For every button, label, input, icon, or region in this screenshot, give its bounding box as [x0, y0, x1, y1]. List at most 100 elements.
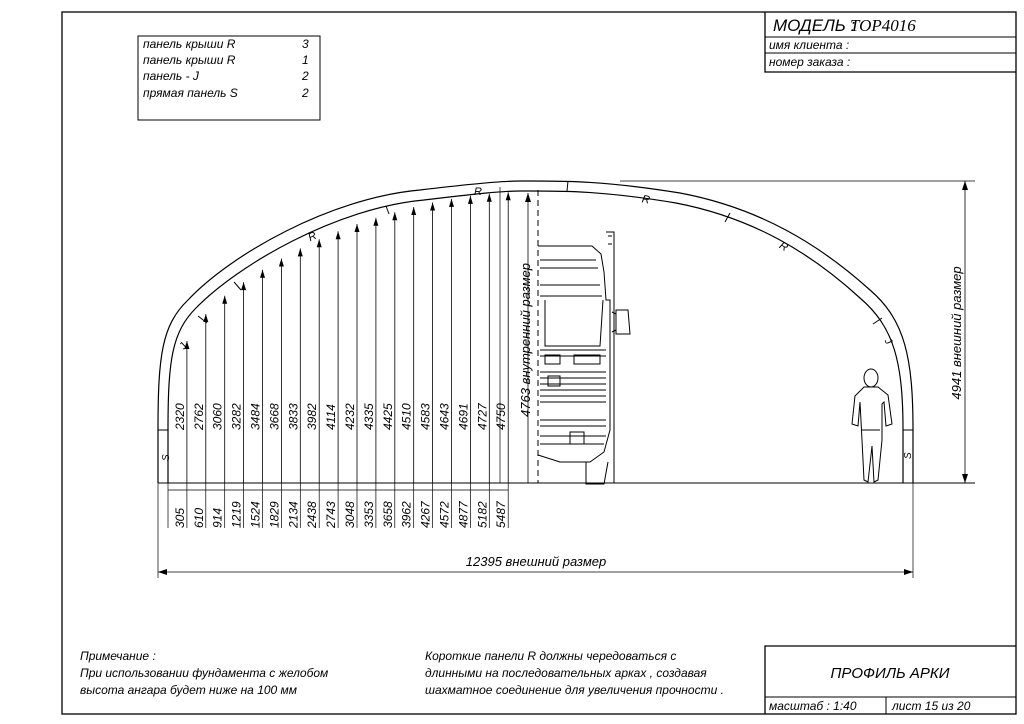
height-arrow-16 — [467, 195, 473, 204]
height-arrow-8 — [316, 239, 322, 248]
offset-label-16: 4877 — [456, 500, 470, 528]
offset-label-14: 4267 — [419, 500, 433, 528]
height-labels: 2320 2762 3060 3282 3484 3668 3833 3982 … — [173, 402, 508, 431]
height-label-4: 3282 — [230, 403, 244, 430]
truck-icon — [537, 190, 631, 485]
height-arrow-14 — [430, 202, 436, 211]
height-arrow-10 — [354, 224, 360, 233]
height-label-9: 4114 — [324, 404, 338, 430]
outer-height-dimension: 4941 внешний размер — [620, 180, 975, 483]
height-arrow-4 — [241, 282, 247, 291]
note-left-line-1: При использовании фундамента с желобом — [80, 666, 328, 680]
drawing-frame — [61, 11, 1017, 715]
offset-labels: 305 610 914 1219 1524 1829 2134 2438 274… — [173, 500, 508, 529]
height-arrow-17 — [486, 193, 492, 202]
scale-label: масштаб : 1:40 — [769, 699, 857, 713]
height-arrow-3 — [222, 295, 228, 304]
height-label-5: 3484 — [249, 403, 263, 430]
model-label: МОДЕЛЬ : — [773, 16, 856, 35]
height-label-16: 4691 — [456, 403, 470, 430]
height-arrow-13 — [411, 206, 417, 215]
height-label-13: 4510 — [400, 403, 414, 430]
height-arrow-12 — [392, 212, 398, 221]
offset-label-7: 2134 — [286, 501, 300, 529]
panel-row-2-qty: 1 — [302, 53, 309, 67]
height-label-3: 3060 — [211, 403, 225, 430]
height-dimension-lines — [184, 192, 511, 483]
offset-label-11: 3353 — [362, 501, 376, 528]
note-right-line-2: длинными на последовательных арках , соз… — [425, 666, 707, 680]
outer-width-label: 12395 внешний размер — [466, 554, 606, 569]
title-block: МОДЕЛЬ : TOP4016 имя клиента : номер зак… — [764, 12, 1016, 73]
offset-label-18: 5487 — [494, 500, 508, 528]
person-icon — [851, 368, 893, 483]
model-value: TOP4016 — [850, 16, 916, 35]
offset-label-12: 3658 — [381, 501, 395, 528]
panel-row-1-name: панель крыши R — [143, 37, 236, 51]
panel-row-3-qty: 2 — [301, 69, 309, 83]
notes: Примечание : При использовании фундамент… — [80, 649, 724, 697]
height-label-6: 3668 — [267, 403, 281, 430]
offset-label-15: 4572 — [438, 501, 452, 528]
panel-row-2-name: панель крыши R — [143, 53, 236, 67]
arch-outline — [157, 180, 914, 483]
note-left-title: Примечание : — [80, 649, 156, 663]
offset-label-10: 3048 — [343, 501, 357, 528]
offset-dimension-lines — [167, 483, 509, 528]
note-left-line-2: высота ангара будет ниже на 100 мм — [80, 683, 297, 697]
height-label-18: 4750 — [494, 403, 508, 430]
panel-list-table: панель крыши R 3 панель крыши R 1 панель… — [137, 35, 321, 121]
offset-label-17: 5182 — [475, 501, 489, 528]
panel-row-1-qty: 3 — [302, 37, 309, 51]
offset-label-8: 2438 — [305, 501, 319, 529]
height-arrow-15 — [449, 198, 454, 207]
height-label-11: 4335 — [362, 403, 376, 430]
height-arrow-11 — [373, 217, 379, 226]
order-number-label: номер заказа : — [769, 55, 850, 69]
offset-label-6: 1829 — [267, 501, 281, 528]
label-r-1: R — [306, 230, 318, 244]
height-arrow-9 — [335, 231, 341, 240]
height-label-10: 4232 — [343, 403, 357, 430]
sheet-label: лист 15 из 20 — [891, 699, 971, 713]
outer-width-dimension: 12395 внешний размер — [157, 483, 914, 578]
height-label-8: 3982 — [305, 403, 319, 430]
height-arrow-6 — [278, 258, 284, 267]
height-label-14: 4583 — [419, 403, 433, 430]
label-r-4: R — [777, 240, 790, 254]
height-label-2: 2762 — [192, 403, 206, 431]
height-label-1: 2320 — [173, 403, 187, 431]
inner-height-label: 4763 внутренний размер — [518, 263, 533, 417]
offset-label-5: 1524 — [249, 501, 263, 528]
outer-height-label: 4941 внешний размер — [949, 266, 964, 399]
label-s-left: S — [161, 454, 172, 461]
bottom-title-block: ПРОФИЛЬ АРКИ масштаб : 1:40 лист 15 из 2… — [764, 645, 1016, 714]
height-label-7: 3833 — [286, 403, 300, 430]
height-arrow-2 — [203, 313, 209, 322]
inner-height-dimension: 4763 внутренний размер — [518, 193, 533, 483]
label-r-2: R — [474, 186, 482, 198]
height-arrow-18 — [505, 192, 511, 201]
height-label-15: 4643 — [438, 403, 452, 430]
panel-row-3-name: панель - J — [143, 69, 200, 83]
panel-row-4-qty: 2 — [301, 86, 309, 100]
profile-title: ПРОФИЛЬ АРКИ — [831, 665, 950, 682]
label-s-right: S — [903, 452, 914, 459]
height-label-12: 4425 — [381, 403, 395, 430]
offset-label-13: 3962 — [400, 501, 414, 528]
offset-label-3: 914 — [211, 508, 225, 528]
note-right-line-1: Короткие панели R должны чередоваться с — [425, 649, 676, 663]
offset-label-2: 610 — [192, 508, 206, 528]
height-arrow-1 — [184, 341, 190, 350]
height-arrow-5 — [260, 269, 265, 278]
note-right-line-3: шахматное соединение для увеличения проч… — [425, 683, 724, 697]
offset-label-9: 2743 — [324, 501, 338, 529]
client-name-label: имя клиента : — [769, 38, 849, 52]
height-label-17: 4727 — [475, 402, 489, 430]
label-r-3: R — [641, 193, 651, 206]
offset-label-1: 305 — [173, 508, 187, 528]
offset-label-4: 1219 — [230, 501, 244, 528]
panel-row-4-name: прямая панель S — [143, 86, 238, 100]
height-arrow-7 — [297, 248, 303, 257]
